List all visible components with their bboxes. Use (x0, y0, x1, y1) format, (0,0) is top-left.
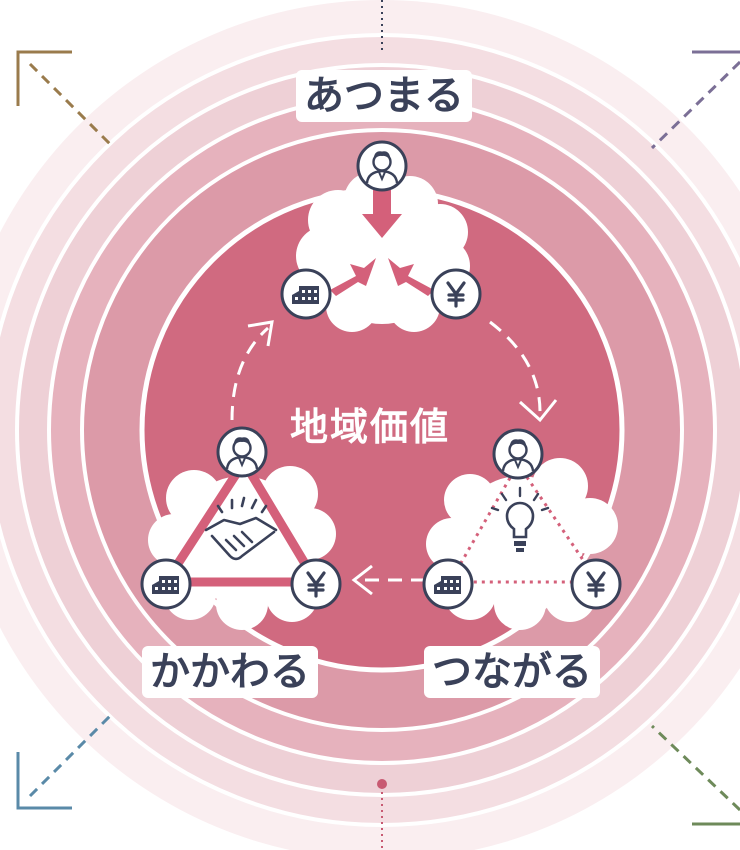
engagement-triangle (161, 457, 321, 587)
lightbulb-icon (490, 486, 550, 552)
stage-label-right: つながる (424, 646, 600, 698)
yen-icon-left (290, 558, 342, 610)
arrow-left-to-top (230, 326, 269, 421)
gather-arrow-right (388, 258, 434, 296)
stage-label-left: かかわる (142, 646, 318, 698)
building-icon-top (280, 268, 332, 320)
building-icon-right (422, 558, 474, 610)
arrow-right-to-left-head (351, 564, 373, 596)
connection-triangle (447, 461, 601, 584)
person-icon-left (216, 426, 268, 478)
corner-bottom-right (650, 724, 740, 826)
gather-arrow-top-stem (373, 190, 391, 216)
person-icon-top (356, 140, 408, 192)
cloud-right (426, 458, 618, 630)
arrow-top-to-right (489, 320, 542, 413)
corner-top-left (16, 50, 114, 148)
gather-arrow-top-head (362, 214, 402, 238)
building-icon-left (140, 558, 192, 610)
center-label: 地域価値 (289, 405, 450, 449)
yen-icon-top (430, 268, 482, 320)
arrow-top-to-right-head (518, 399, 558, 423)
corner-top-right (650, 50, 740, 150)
stage-label-top: あつまる (296, 70, 472, 122)
gather-arrows (330, 190, 434, 296)
arrow-left-to-top-head (247, 320, 274, 347)
yen-icon-right (570, 558, 622, 610)
guide-bottom-dot (377, 779, 387, 789)
handshake-icon (204, 496, 278, 561)
gather-arrow-left (330, 258, 376, 296)
corner-bottom-left (16, 712, 114, 810)
person-icon-right (492, 428, 544, 480)
